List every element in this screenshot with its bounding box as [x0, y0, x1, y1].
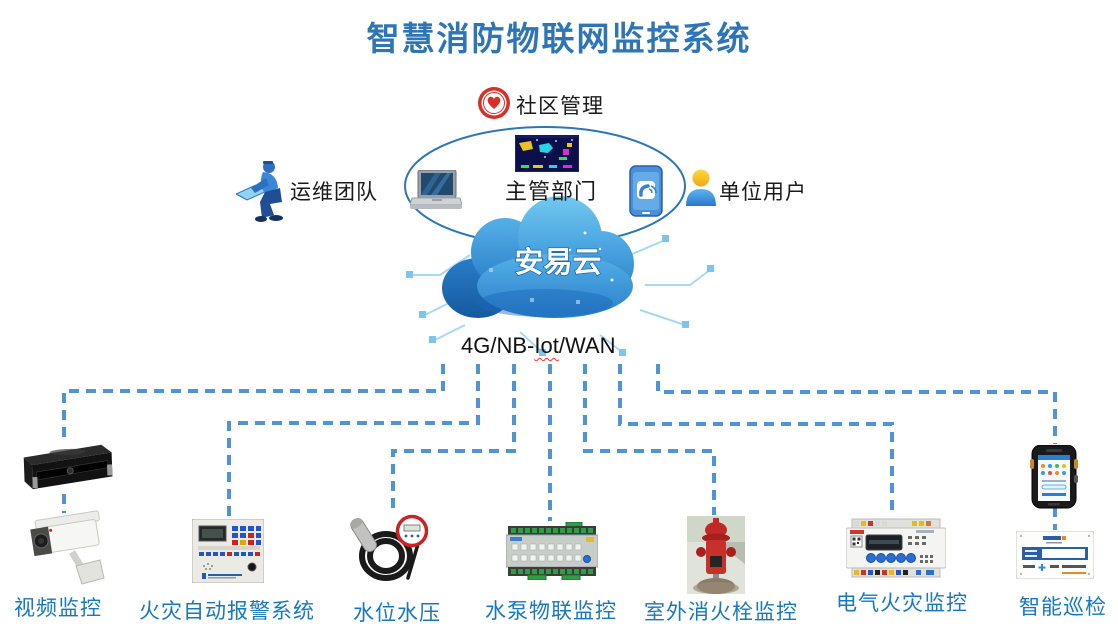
- nvr-recorder-image: [18, 438, 114, 492]
- water-level-pressure-sensor-image: [350, 514, 434, 588]
- fire-hydrant-image: [687, 516, 745, 594]
- cctv-camera-image: [26, 510, 110, 590]
- device-label-smart-inspection: 智能巡检: [1019, 596, 1107, 619]
- community-emblem-icon: [477, 86, 511, 120]
- device-label-video-surveillance: 视频监控: [14, 597, 102, 620]
- connector-electrical: [618, 364, 894, 516]
- device-label-electrical-fire-monitoring: 电气火灾监控: [836, 592, 968, 615]
- user-avatar-icon: [684, 168, 718, 206]
- dashboard-screen-thumbnail: [515, 135, 579, 172]
- unit-users-label: 单位用户: [719, 181, 807, 204]
- cloud-shape: 安易云: [442, 196, 634, 318]
- community-label: 社区管理: [516, 95, 604, 118]
- network-label: 4G/NB-Iot/WAN: [461, 333, 615, 359]
- connector-lines: [62, 364, 1057, 530]
- handheld-terminal-image: [1028, 445, 1080, 509]
- connector-fire-alarm: [227, 364, 480, 518]
- device-label-outdoor-hydrant-monitoring: 室外消火栓监控: [644, 601, 798, 624]
- inspection-tag-card-image: [1016, 531, 1094, 579]
- device-label-pump-iot-monitoring: 水泵物联监控: [485, 600, 617, 623]
- authority-label: 主管部门: [505, 179, 598, 204]
- connector-water: [391, 364, 516, 513]
- fire-alarm-panel-image: [192, 519, 264, 583]
- connector-hydrant: [583, 364, 716, 515]
- network-label-wavy: Iot: [534, 333, 559, 358]
- connector-video: [62, 364, 445, 441]
- maintenance-worker-icon: [236, 158, 290, 222]
- electrical-fire-monitor-image: [846, 517, 946, 579]
- network-label-post: /WAN: [558, 333, 616, 358]
- diagram-title: 智慧消防物联网监控系统: [366, 20, 752, 57]
- device-label-fire-alarm-system: 火灾自动报警系统: [139, 600, 315, 623]
- circuit-traces-decoration: [406, 235, 714, 356]
- pump-iot-controller-image: [506, 522, 598, 580]
- network-label-pre: 4G/NB-: [461, 333, 535, 358]
- connector-patrol: [656, 364, 1057, 444]
- ops-team-label: 运维团队: [290, 181, 378, 204]
- laptop-icon: [410, 170, 462, 214]
- smartphone-call-icon: [629, 165, 663, 217]
- cloud-brand-label: 安易云: [514, 246, 601, 279]
- device-label-water-level-pressure: 水位水压: [353, 602, 441, 625]
